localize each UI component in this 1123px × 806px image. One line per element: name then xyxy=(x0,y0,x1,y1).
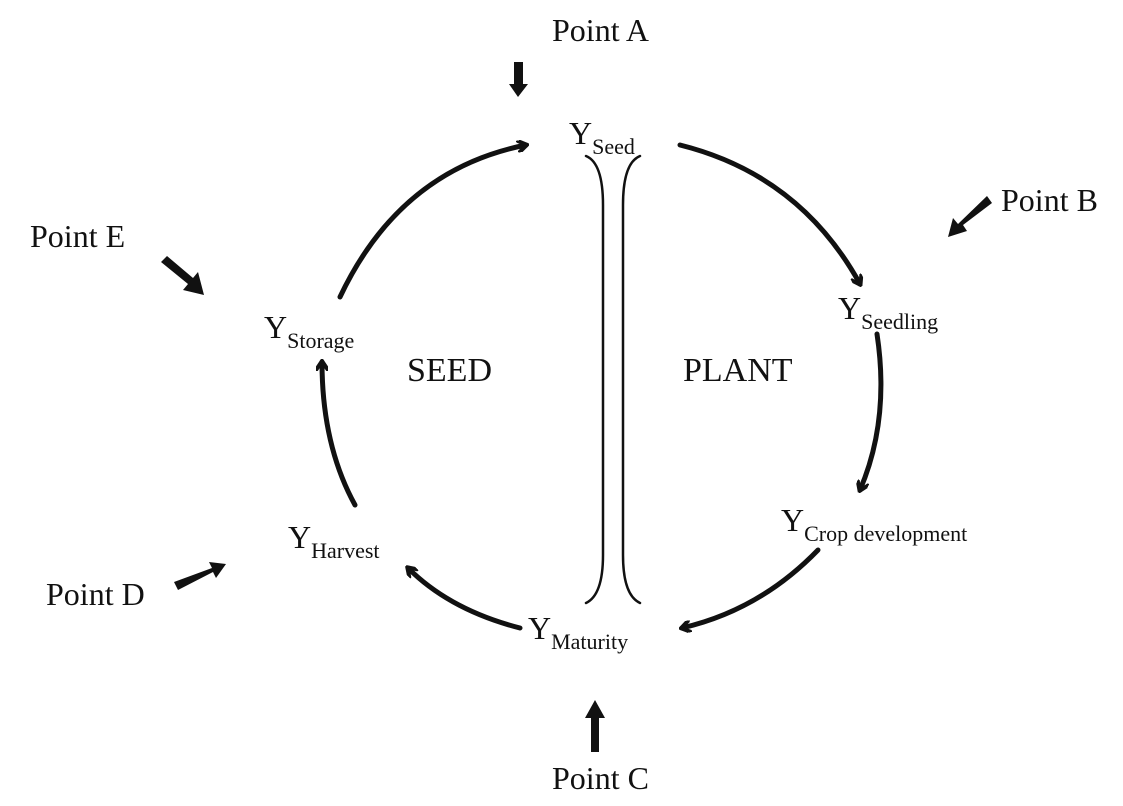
node-seed-subscript: Seed xyxy=(592,134,635,159)
edge-seedling-to-crop xyxy=(860,331,884,490)
point-d-label: Point D xyxy=(46,576,145,612)
node-storage-main: Y xyxy=(264,309,288,345)
edge-storage-to-seed xyxy=(337,145,526,300)
node-maturity: YMaturity xyxy=(528,610,628,653)
edge-crop-to-maturity xyxy=(682,547,821,628)
point-d-arrow xyxy=(174,562,226,590)
node-crop-main: Y xyxy=(781,502,805,538)
point-a-arrow xyxy=(509,62,528,97)
region-label-seed: SEED xyxy=(407,352,492,389)
node-seedling: YSeedling xyxy=(838,290,938,333)
point-b-arrow xyxy=(948,196,992,237)
node-harvest-subscript: Harvest xyxy=(311,538,380,563)
edge-seed-to-seedling xyxy=(677,142,860,284)
point-c-label: Point C xyxy=(552,760,649,796)
node-seedling-subscript: Seedling xyxy=(861,309,939,334)
node-seedling-main: Y xyxy=(838,290,862,326)
region-label-plant: PLANT xyxy=(683,352,793,389)
node-harvest-main: Y xyxy=(288,519,312,555)
node-maturity-main: Y xyxy=(528,610,552,646)
point-b-label: Point B xyxy=(1001,182,1098,218)
edge-maturity-to-harvest xyxy=(408,568,523,631)
point-a-label: Point A xyxy=(552,12,649,48)
divider-left-bracket xyxy=(584,154,605,605)
node-seed: YSeed xyxy=(569,115,635,158)
node-maturity-subscript: Maturity xyxy=(551,629,629,654)
edge-harvest-to-storage xyxy=(322,362,358,508)
point-c-arrow xyxy=(585,700,605,752)
node-storage: YStorage xyxy=(264,309,354,352)
node-crop-development: YCrop development xyxy=(781,502,967,545)
point-e-arrow xyxy=(161,256,204,295)
divider-right-bracket xyxy=(621,154,642,605)
node-harvest: YHarvest xyxy=(288,519,380,562)
point-e-label: Point E xyxy=(30,218,126,254)
node-storage-subscript: Storage xyxy=(287,328,355,353)
node-seed-main: Y xyxy=(569,115,593,151)
node-crop-subscript: Crop development xyxy=(804,521,968,546)
